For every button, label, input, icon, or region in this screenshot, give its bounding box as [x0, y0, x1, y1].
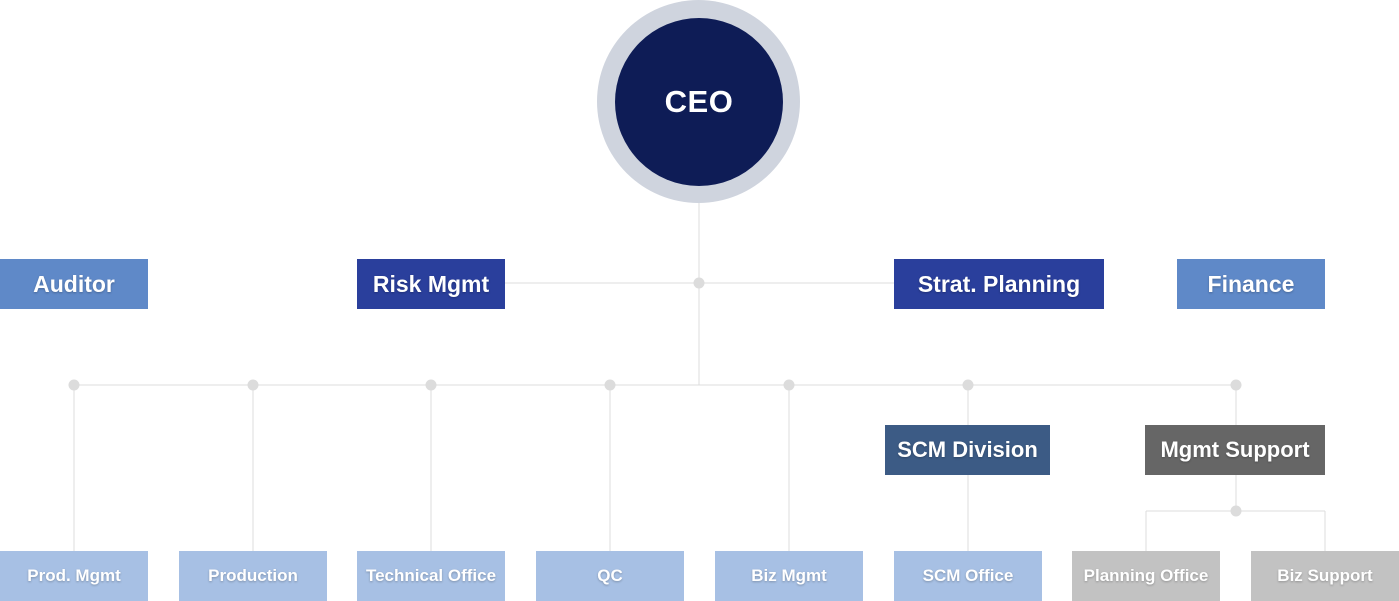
dept-node-prod-mgmt[interactable]: Prod. Mgmt [0, 551, 148, 601]
ceo-node[interactable]: CEO [615, 18, 783, 186]
junction-dot [68, 379, 80, 391]
junction-dot [693, 277, 705, 289]
dept-node-qc[interactable]: QC [536, 551, 684, 601]
staff-label: Strat. Planning [917, 270, 1081, 297]
junction-dot [604, 379, 616, 391]
staff-label: Risk Mgmt [372, 270, 490, 297]
dept-label: Planning Office [1083, 566, 1209, 585]
staff-node-strat-planning[interactable]: Strat. Planning [894, 259, 1104, 309]
division-label: SCM Division [897, 437, 1038, 462]
staff-node-finance[interactable]: Finance [1177, 259, 1325, 309]
staff-label: Auditor [33, 270, 115, 297]
junction-dot [1230, 505, 1242, 517]
dept-node-scm-office[interactable]: SCM Office [894, 551, 1042, 601]
dept-label: Biz Support [1277, 566, 1373, 585]
dept-label: QC [597, 566, 623, 585]
staff-node-auditor[interactable]: Auditor [0, 259, 148, 309]
junction-dot [962, 379, 974, 391]
dept-node-biz-support[interactable]: Biz Support [1251, 551, 1399, 601]
staff-label: Finance [1207, 270, 1295, 297]
dept-label: Prod. Mgmt [27, 566, 121, 585]
junction-dot [783, 379, 795, 391]
dept-label: Technical Office [365, 566, 497, 585]
division-node-scm[interactable]: SCM Division [885, 425, 1050, 475]
dept-label: Production [208, 566, 298, 585]
dept-label: SCM Office [922, 566, 1014, 585]
dept-label: Biz Mgmt [751, 566, 827, 585]
ceo-label: CEO [664, 84, 734, 119]
division-label: Mgmt Support [1160, 437, 1310, 462]
staff-node-risk-mgmt[interactable]: Risk Mgmt [357, 259, 505, 309]
dept-node-technical-office[interactable]: Technical Office [357, 551, 505, 601]
junction-dot [425, 379, 437, 391]
junction-dot [1230, 379, 1242, 391]
dept-node-planning-office[interactable]: Planning Office [1072, 551, 1220, 601]
dept-node-biz-mgmt[interactable]: Biz Mgmt [715, 551, 863, 601]
junction-dot [247, 379, 259, 391]
division-node-mgmt-support[interactable]: Mgmt Support [1145, 425, 1325, 475]
dept-node-production[interactable]: Production [179, 551, 327, 601]
